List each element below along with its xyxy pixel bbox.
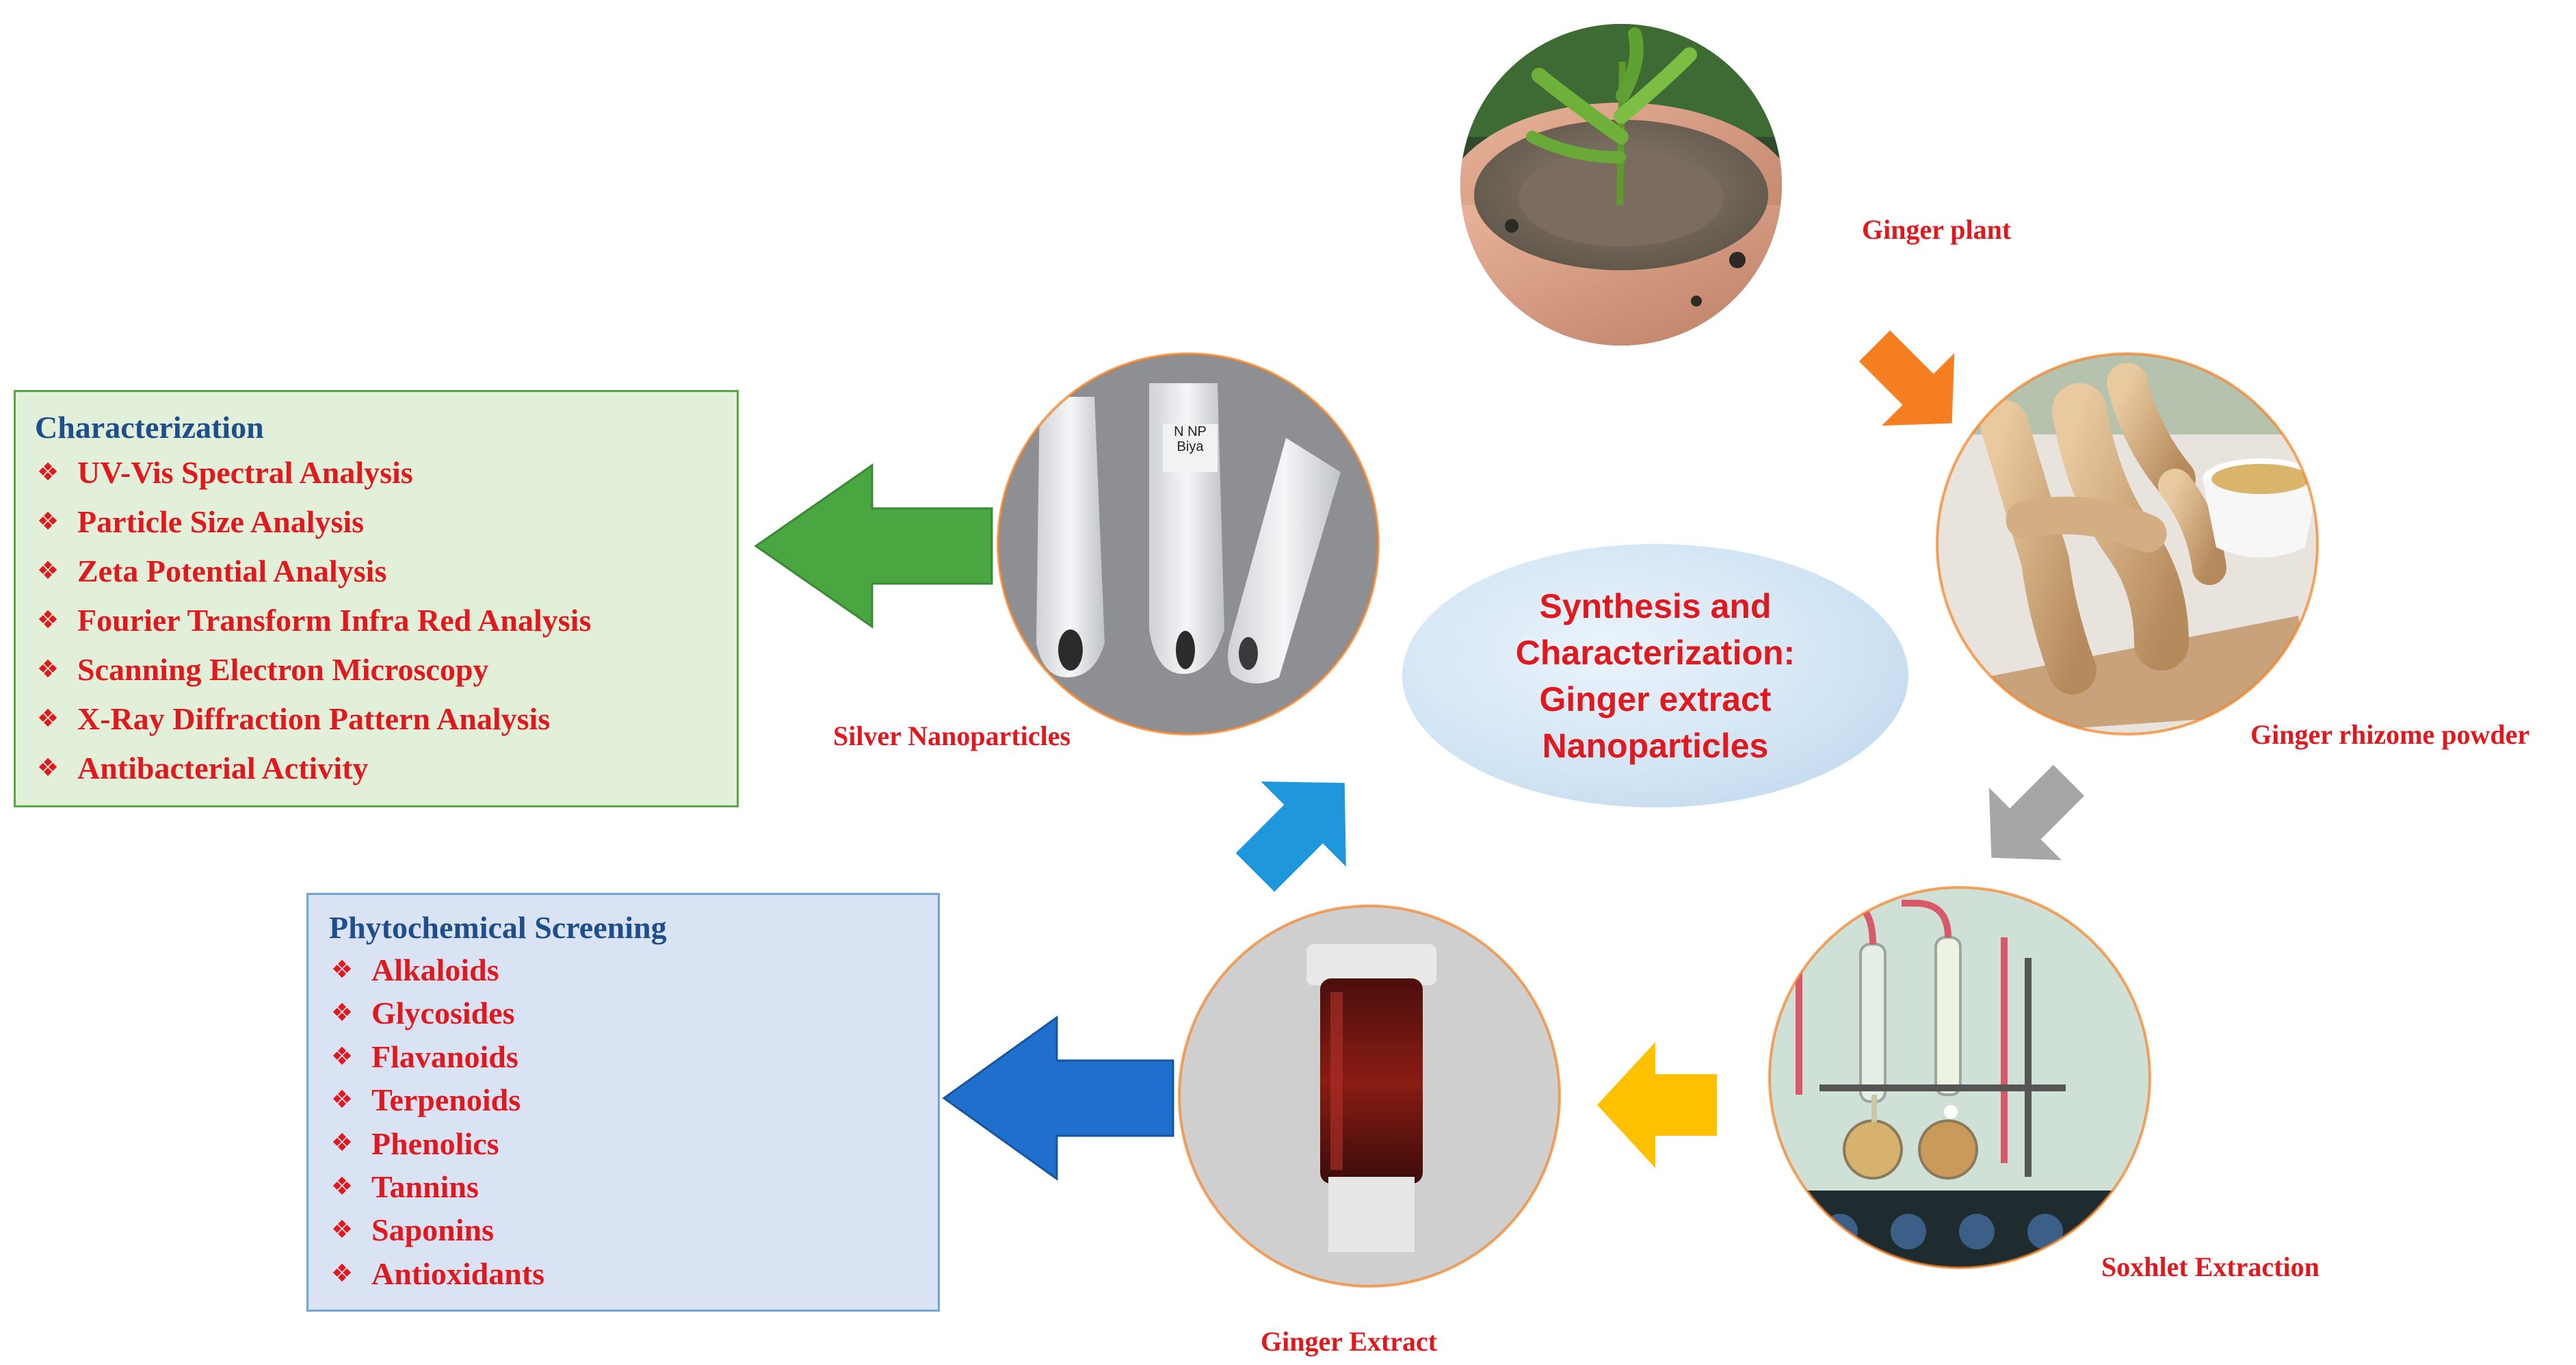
four-diamond-bullet-icon: ❖ bbox=[330, 1216, 354, 1245]
list-item: ❖Tannins bbox=[329, 1165, 917, 1208]
phytochemical-list: ❖Alkaloids ❖Glycosides ❖Flavanoids ❖Terp… bbox=[329, 948, 917, 1295]
four-diamond-bullet-icon: ❖ bbox=[36, 458, 60, 486]
four-diamond-bullet-icon: ❖ bbox=[36, 705, 60, 733]
arrow-plant-to-powder bbox=[1858, 330, 1955, 426]
four-diamond-bullet-icon: ❖ bbox=[36, 557, 60, 585]
label-silver-nanoparticles: Silver Nanoparticles bbox=[833, 720, 1071, 751]
list-item: ❖Scanning Electron Microscopy bbox=[35, 645, 718, 694]
silver-nanoparticles-photo bbox=[998, 354, 1378, 734]
list-item: ❖Phenolics bbox=[329, 1122, 917, 1165]
list-item: ❖Terpenoids bbox=[329, 1078, 917, 1121]
soxhlet-circle bbox=[1770, 887, 2150, 1268]
center-title-ellipse: Synthesis and Characterization: Ginger e… bbox=[1402, 544, 1908, 807]
list-item: ❖Glycosides bbox=[329, 991, 917, 1035]
characterization-title: Characterization bbox=[35, 410, 264, 445]
four-diamond-bullet-icon: ❖ bbox=[330, 999, 354, 1028]
four-diamond-bullet-icon: ❖ bbox=[36, 655, 60, 684]
ginger-plant-circle bbox=[1460, 24, 1782, 346]
four-diamond-bullet-icon: ❖ bbox=[36, 754, 60, 782]
list-item: ❖Zeta Potential Analysis bbox=[35, 547, 718, 596]
list-item: ❖Saponins bbox=[329, 1208, 917, 1251]
four-diamond-bullet-icon: ❖ bbox=[330, 1259, 354, 1288]
list-item: ❖Particle Size Analysis bbox=[35, 497, 718, 547]
arrow-soxhlet-to-extract bbox=[1597, 1042, 1717, 1168]
list-item: ❖UV-Vis Spectral Analysis bbox=[35, 448, 718, 497]
list-item: ❖Flavanoids bbox=[329, 1035, 917, 1078]
list-item: ❖Antibacterial Activity bbox=[35, 744, 718, 793]
list-item: ❖Alkaloids bbox=[329, 948, 917, 991]
characterization-list: ❖UV-Vis Spectral Analysis ❖Particle Size… bbox=[35, 448, 718, 793]
arrow-extract-to-silver bbox=[1235, 781, 1346, 892]
ginger-extract-circle bbox=[1179, 906, 1560, 1286]
ginger-extract-photo bbox=[1179, 906, 1560, 1286]
tube-label: N NP Biya bbox=[1174, 424, 1207, 454]
ginger-powder-photo bbox=[1937, 354, 2317, 734]
four-diamond-bullet-icon: ❖ bbox=[330, 1085, 354, 1114]
label-soxhlet-extraction: Soxhlet Extraction bbox=[2101, 1251, 2319, 1282]
list-item: ❖X-Ray Diffraction Pattern Analysis bbox=[35, 694, 718, 744]
phytochemical-screening-box: Phytochemical Screening ❖Alkaloids ❖Glyc… bbox=[306, 893, 940, 1312]
four-diamond-bullet-icon: ❖ bbox=[36, 606, 60, 634]
silver-nanoparticles-circle bbox=[998, 354, 1378, 734]
list-item: ❖Fourier Transform Infra Red Analysis bbox=[35, 596, 718, 645]
center-title: Synthesis and Characterization: Ginger e… bbox=[1515, 586, 1796, 765]
four-diamond-bullet-icon: ❖ bbox=[330, 955, 354, 984]
arrow-to-phytochemical bbox=[942, 1015, 1174, 1181]
label-ginger-extract: Ginger Extract bbox=[1261, 1326, 1438, 1357]
list-item: ❖Antioxidants bbox=[329, 1252, 917, 1295]
label-ginger-rhizome-powder: Ginger rhizome powder bbox=[2250, 719, 2530, 750]
ginger-powder-circle bbox=[1937, 354, 2317, 734]
four-diamond-bullet-icon: ❖ bbox=[36, 508, 60, 536]
label-ginger-plant: Ginger plant bbox=[1862, 214, 2012, 245]
arrow-to-characterization bbox=[754, 463, 993, 629]
four-diamond-bullet-icon: ❖ bbox=[330, 1129, 354, 1158]
characterization-box: Characterization ❖UV-Vis Spectral Analys… bbox=[14, 390, 739, 807]
arrow-powder-to-soxhlet bbox=[1988, 764, 2085, 861]
four-diamond-bullet-icon: ❖ bbox=[330, 1172, 354, 1201]
phytochemical-title: Phytochemical Screening bbox=[329, 910, 667, 945]
four-diamond-bullet-icon: ❖ bbox=[330, 1042, 354, 1071]
